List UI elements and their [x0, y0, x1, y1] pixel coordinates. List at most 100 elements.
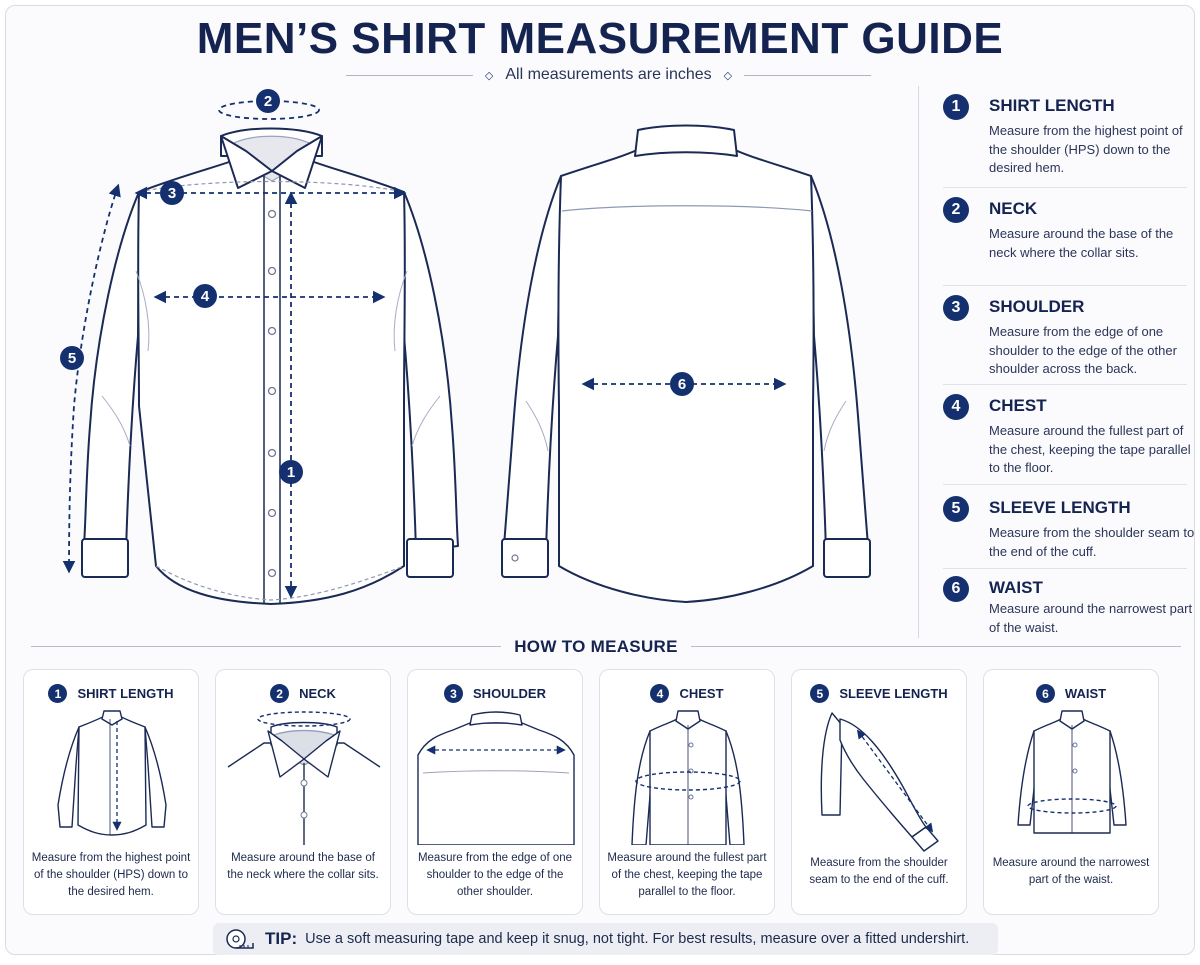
- guide-page: MEN’S SHIRT MEASUREMENT GUIDE ◇ All meas…: [5, 5, 1195, 955]
- tip-banner: TIP: Use a soft measuring tape and keep …: [213, 923, 998, 955]
- number-badge: 4: [943, 394, 969, 420]
- list-divider: [943, 384, 1187, 385]
- tip-text: Use a soft measuring tape and keep it sn…: [305, 931, 970, 947]
- badge-waist-number: 6: [678, 376, 686, 393]
- front-right-cuff: [406, 538, 454, 578]
- measurement-heading: WAIST: [989, 578, 1043, 597]
- card-text: Measure from the highest point of the sh…: [31, 852, 191, 898]
- measurement-description: Measure from the edge of one shoulder to…: [989, 324, 1177, 376]
- front-buttons: [267, 209, 277, 578]
- chest-diagram: [631, 710, 745, 845]
- number-badge: 5: [943, 496, 969, 522]
- neck-diagram: [227, 711, 381, 845]
- badge-length-number: 1: [287, 464, 295, 481]
- card-title: NECK: [299, 686, 336, 701]
- shirt-length-diagram: [57, 710, 167, 836]
- front-placket: [263, 176, 281, 604]
- back-left-cuff: [501, 538, 549, 578]
- measurement-description: Measure around the fullest part of the c…: [989, 423, 1191, 475]
- measurement-heading: SLEEVE LENGTH: [989, 498, 1131, 517]
- how-to-title: HOW TO MEASURE: [514, 637, 678, 656]
- front-right-sleeve: [403, 191, 459, 552]
- number-badge: 2: [943, 197, 969, 223]
- illustration-badges: 2 3 4 5 1 6: [60, 89, 694, 484]
- badge-neck: 2: [256, 89, 280, 113]
- card-title: SHIRT LENGTH: [77, 686, 174, 701]
- front-left-sleeve: [83, 191, 140, 552]
- divider-left: [346, 74, 473, 76]
- number-badge: 5: [810, 684, 830, 703]
- measurement-description: Measure around the narrowest part of the…: [989, 601, 1193, 635]
- number-badge: 3: [444, 684, 464, 703]
- diamond-icon: ◇: [484, 69, 494, 82]
- measuring-tape-icon: [226, 929, 254, 949]
- front-collar-right: [271, 135, 323, 189]
- measurement-description: Measure around the base of the neck wher…: [989, 226, 1174, 260]
- how-to-card-shirt-length: 1 SHIRT LENGTH Measure from the highest …: [23, 669, 199, 915]
- badge-sleeve: 5: [60, 346, 84, 370]
- shoulder-diagram: [417, 711, 575, 845]
- card-text: Measure from the shoulder seam to the en…: [809, 857, 949, 886]
- back-cuff-button: [511, 554, 519, 562]
- how-to-card-neck: 2 NECK Measure around the base of the ne…: [215, 669, 391, 915]
- card-text: Measure around the narrowest part of the…: [992, 857, 1150, 886]
- number-badge: 1: [48, 684, 68, 703]
- subtitle-row: ◇ All measurements are inches ◇: [346, 64, 871, 86]
- list-divider: [943, 285, 1187, 286]
- list-divider: [943, 484, 1187, 485]
- measurement-heading: NECK: [989, 199, 1038, 218]
- back-left-sleeve: [503, 175, 562, 552]
- number-badge: 6: [1035, 684, 1055, 703]
- badge-length: 1: [279, 460, 303, 484]
- badge-shoulder: 3: [160, 181, 184, 205]
- measurement-heading: SHIRT LENGTH: [989, 96, 1115, 115]
- measurement-heading: CHEST: [989, 396, 1047, 415]
- list-divider: [943, 187, 1187, 188]
- how-to-card-chest: 4 CHEST Measure around the fullest part …: [599, 669, 775, 915]
- how-to-card-shoulder: 3 SHOULDER Measure from the edge of one …: [407, 669, 583, 915]
- card-text: Measure from the edge of one shoulder to…: [417, 852, 573, 898]
- tip-label: TIP:: [265, 929, 298, 948]
- how-to-header: HOW TO MEASURE: [31, 636, 1181, 656]
- badge-chest-number: 4: [201, 288, 210, 305]
- badge-waist: 6: [670, 372, 694, 396]
- how-to-card-sleeve-length: 5 SLEEVE LENGTH Measure from the shoulde…: [791, 669, 967, 915]
- sleeve-diagram: [820, 712, 939, 852]
- measurement-description: Measure from the shoulder seam to the en…: [989, 525, 1195, 559]
- divider-left: [31, 646, 501, 647]
- divider-right: [691, 646, 1181, 647]
- number-badge: 2: [270, 684, 290, 703]
- sleeve-guide: [62, 183, 121, 574]
- back-right-sleeve: [810, 175, 869, 552]
- measurement-heading: SHOULDER: [989, 297, 1085, 316]
- subtitle: All measurements are inches: [505, 66, 712, 83]
- number-badge: 4: [650, 684, 670, 703]
- badge-sleeve-number: 5: [68, 350, 76, 367]
- page-title: MEN’S SHIRT MEASUREMENT GUIDE: [196, 14, 1004, 63]
- card-title: SLEEVE LENGTH: [839, 686, 948, 701]
- badge-chest: 4: [193, 284, 217, 308]
- front-shirt: [81, 127, 459, 605]
- number-badge: 3: [943, 295, 969, 321]
- badge-shoulder-number: 3: [168, 185, 176, 202]
- back-seams: [561, 205, 813, 212]
- waist-diagram: [1017, 710, 1127, 834]
- how-to-card-waist: 6 WAIST Measure around the narrowest par…: [983, 669, 1159, 915]
- list-divider: [943, 568, 1187, 569]
- diamond-icon: ◇: [723, 69, 733, 82]
- card-title: CHEST: [679, 686, 724, 701]
- back-collar: [634, 124, 738, 157]
- card-text: Measure around the fullest part of the c…: [607, 852, 767, 898]
- front-left-cuff: [81, 538, 129, 578]
- number-badge: 6: [943, 576, 969, 602]
- badge-neck-number: 2: [264, 93, 272, 110]
- back-shirt: [501, 124, 871, 603]
- shirt-illustration: 2 3 4 5 1 6: [60, 89, 871, 605]
- number-badge: 1: [943, 94, 969, 120]
- measurement-description: Measure from the highest point of the sh…: [989, 123, 1183, 175]
- front-body: [137, 155, 406, 605]
- back-right-cuff: [823, 538, 871, 578]
- measurement-list: 1 SHIRT LENGTH Measure from the highest …: [918, 86, 1194, 638]
- card-title: SHOULDER: [473, 686, 546, 701]
- card-text: Measure around the base of the neck wher…: [227, 852, 379, 881]
